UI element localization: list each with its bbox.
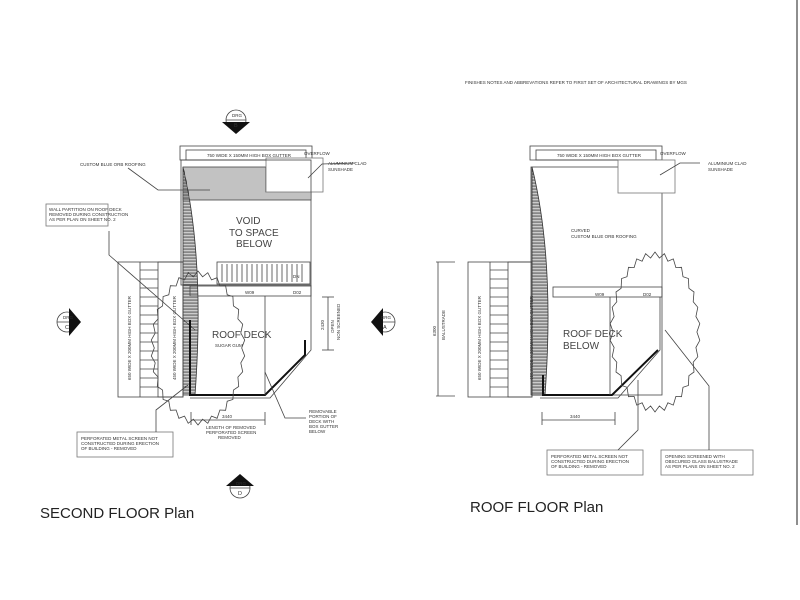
svg-text:AS PER PLANS ON SHEET NO. 2: AS PER PLANS ON SHEET NO. 2 (665, 464, 735, 469)
section-marker-d[interactable]: DRG D (226, 474, 254, 499)
svg-text:C: C (65, 325, 69, 331)
svg-text:PERFORATED METAL SCREEN NOT: PERFORATED METAL SCREEN NOT (81, 436, 158, 441)
svg-text:SUNSHADE: SUNSHADE (708, 167, 733, 172)
svg-text:SUGAR GUM: SUGAR GUM (215, 343, 243, 348)
svg-text:OF BUILDING - REMOVED: OF BUILDING - REMOVED (81, 446, 137, 451)
svg-text:PERFORATED SCREEN: PERFORATED SCREEN (206, 430, 256, 435)
svg-text:OBSCURED GLASS BALUSTRADE: OBSCURED GLASS BALUSTRADE (665, 459, 738, 464)
dimension-3440: 3440 LENGTH OF REMOVED PERFORATED SCREEN… (190, 412, 266, 440)
svg-text:450 WIDE X 200MM HIGH BOX GUTT: 450 WIDE X 200MM HIGH BOX GUTTER (172, 295, 177, 380)
svg-text:ALUMINIUM CLAD: ALUMINIUM CLAD (708, 161, 747, 166)
plan-title: ROOF FLOOR Plan (470, 499, 603, 516)
svg-text:CUSTOM BLUE ORB ROOFING: CUSTOM BLUE ORB ROOFING (571, 234, 637, 239)
svg-text:CONSTRUCTED DURING ERECTION: CONSTRUCTED DURING ERECTION (81, 441, 159, 446)
curved-roof (531, 166, 549, 396)
svg-text:REMOVABLE: REMOVABLE (309, 409, 337, 414)
svg-text:450 WIDE X 200MM HIGH BOX GUTT: 450 WIDE X 200MM HIGH BOX GUTTER (529, 295, 534, 380)
svg-text:CUSTOM BLUE ORB ROOFING: CUSTOM BLUE ORB ROOFING (80, 162, 146, 167)
stair: DN (216, 261, 311, 285)
svg-text:3440: 3440 (570, 414, 581, 419)
svg-text:OVERFLOW: OVERFLOW (660, 151, 687, 156)
screen-note (76, 431, 174, 458)
svg-text:REMOVED: REMOVED (218, 435, 242, 440)
svg-text:SUNSHADE: SUNSHADE (328, 167, 353, 172)
dimension-2430: 2430 OPEN NON SCREENED (320, 296, 341, 351)
svg-text:D: D (238, 491, 242, 497)
svg-text:BALUSTRADE: BALUSTRADE (441, 310, 446, 340)
svg-text:PORTION OF: PORTION OF (309, 414, 337, 419)
svg-text:LENGTH OF REMOVED: LENGTH OF REMOVED (206, 425, 257, 430)
header-note: FINISHES NOTES AND ABBREVATIONS REFER TO… (465, 80, 687, 85)
screen-note (546, 449, 644, 476)
tree-canopy (609, 251, 701, 413)
svg-text:650 WIDE X 200MM HIGH BOX GUTT: 650 WIDE X 200MM HIGH BOX GUTTER (477, 295, 482, 380)
svg-text:OF BUILDING - REMOVED: OF BUILDING - REMOVED (551, 464, 607, 469)
tree-canopy (150, 270, 246, 426)
svg-text:OPENING SCREENED WITH: OPENING SCREENED WITH (665, 454, 725, 459)
svg-text:CURVED: CURVED (571, 228, 591, 233)
sunshade (617, 159, 676, 194)
svg-text:650 WIDE X 200MM HIGH BOX GUTT: 650 WIDE X 200MM HIGH BOX GUTTER (127, 295, 132, 380)
svg-text:D02: D02 (643, 292, 652, 297)
second-floor-plan: DRG B 750 WIDE X 150MM HIGH BOX GUTTER O… (40, 109, 396, 522)
svg-text:2430: 2430 (320, 319, 325, 330)
svg-text:750 WIDE X 150MM HIGH BOX GUTT: 750 WIDE X 150MM HIGH BOX GUTTER (207, 153, 292, 158)
svg-text:DRG: DRG (63, 315, 73, 320)
svg-text:DECK WITH: DECK WITH (309, 419, 334, 424)
svg-text:W09: W09 (245, 290, 255, 295)
svg-text:750 WIDE X 150MM HIGH BOX GUTT: 750 WIDE X 150MM HIGH BOX GUTTER (557, 153, 642, 158)
svg-text:REMOVED DURING CONSTRUCTION: REMOVED DURING CONSTRUCTION (49, 212, 128, 217)
svg-text:DRG: DRG (236, 481, 246, 486)
svg-text:AS PER PLAN ON SHEET NO. 2: AS PER PLAN ON SHEET NO. 2 (49, 217, 116, 222)
svg-text:6300: 6300 (432, 325, 437, 336)
wall-partition-note (45, 203, 109, 227)
svg-text:BELOW: BELOW (563, 341, 600, 352)
svg-text:DRG: DRG (381, 315, 391, 320)
svg-text:BOX GUTTER: BOX GUTTER (309, 424, 339, 429)
opening-note (660, 449, 754, 476)
svg-text:CONSTRUCTED DURING ERECTION: CONSTRUCTED DURING ERECTION (551, 459, 629, 464)
svg-text:WALL PARTITION ON ROOF DECK: WALL PARTITION ON ROOF DECK (49, 207, 122, 212)
roof-floor-plan: 750 WIDE X 150MM HIGH BOX GUTTER OVERFLO… (432, 145, 754, 516)
svg-text:3440: 3440 (222, 414, 233, 419)
svg-text:VOID: VOID (236, 216, 260, 227)
svg-text:DN: DN (293, 274, 300, 279)
svg-text:OPEN: OPEN (330, 320, 335, 333)
svg-text:DRG: DRG (232, 113, 242, 118)
section-marker-b[interactable]: DRG B (222, 109, 250, 134)
svg-text:W09: W09 (595, 292, 605, 297)
svg-text:OVERFLOW: OVERFLOW (304, 151, 331, 156)
building-outline (180, 159, 312, 286)
svg-text:PERFORATED METAL SCREEN NOT: PERFORATED METAL SCREEN NOT (551, 454, 628, 459)
building-outline (530, 166, 663, 396)
sunshade (265, 157, 324, 193)
svg-text:ROOF DECK: ROOF DECK (563, 329, 623, 340)
svg-text:TO SPACE: TO SPACE (229, 228, 279, 239)
svg-text:BELOW: BELOW (309, 429, 326, 434)
curved-roof (182, 166, 199, 396)
dimension-6300: 6300 BALUSTRADE (432, 261, 455, 397)
svg-text:A: A (383, 325, 387, 331)
svg-text:NON SCREENED: NON SCREENED (336, 303, 341, 340)
section-marker-a[interactable]: DRG A (371, 308, 396, 336)
section-marker-c[interactable]: DRG C (56, 308, 81, 336)
svg-text:BELOW: BELOW (236, 239, 273, 250)
svg-text:B: B (234, 123, 238, 129)
dimension-3440: 3440 (541, 412, 616, 425)
plan-title: SECOND FLOOR Plan (40, 505, 194, 522)
svg-text:D02: D02 (293, 290, 302, 295)
